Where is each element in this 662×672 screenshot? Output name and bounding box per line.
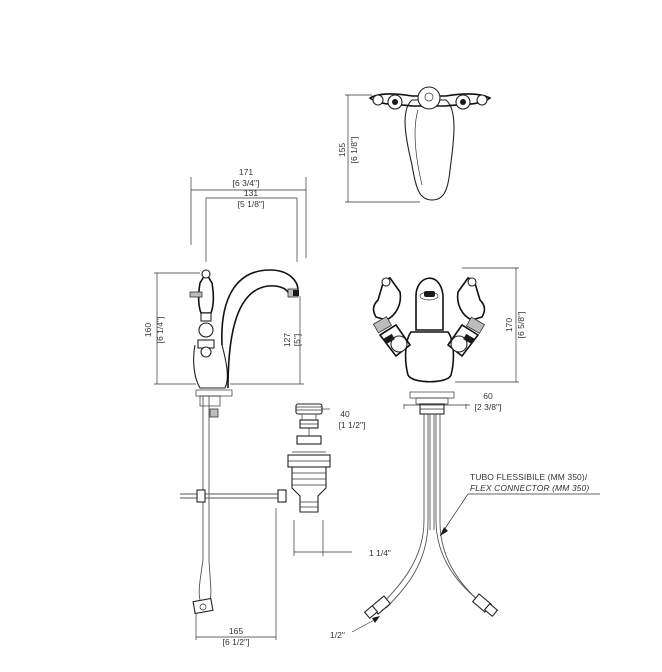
- dim-155-mm: 155: [337, 143, 347, 157]
- dim-60-inch: [2 3/8"]: [475, 402, 502, 412]
- dim-155-inch: [6 1/8"]: [349, 137, 359, 164]
- dim-131-inch: [5 1/8"]: [238, 199, 265, 209]
- top-view: 155 [6 1/8"]: [337, 86, 492, 203]
- dim-160-inch: [6 1/4"]: [155, 317, 165, 344]
- note-hose-en: FLEX CONNECTOR (MM 350): [470, 483, 589, 493]
- dim-1-2: 1/2": [330, 630, 345, 640]
- drain-assembly: 40 [1 1/2"] 1 1/4": [287, 403, 391, 558]
- dim-165-inch: [6 1/2"]: [223, 637, 250, 647]
- dim-170-mm: 170: [504, 318, 514, 332]
- front-view: 170 [6 5/8"] 60 [2 3/8"] TUBO FLESSIBILE…: [330, 267, 600, 640]
- dim-127-mm: 127: [282, 333, 292, 347]
- dim-170-inch: [6 5/8"]: [516, 312, 526, 339]
- dim-1-1-4: 1 1/4": [369, 548, 391, 558]
- note-hose-it: TUBO FLESSIBILE (MM 350)/: [470, 472, 588, 482]
- dim-165-mm: 165: [229, 626, 243, 636]
- dim-40-mm: 40: [340, 409, 350, 419]
- dim-60-mm: 60: [483, 391, 493, 401]
- dim-40-inch: [1 1/2"]: [339, 420, 366, 430]
- dim-160-mm: 160: [143, 323, 153, 337]
- dim-171-inch: [6 3/4"]: [233, 178, 260, 188]
- dim-127-inch: [5"]: [292, 334, 302, 346]
- dim-131-mm: 131: [244, 188, 258, 198]
- dim-171-mm: 171: [239, 167, 253, 177]
- side-view: 171 [6 3/4"] 131 [5 1/8"] 160 [6 1/4"] 1…: [143, 167, 307, 647]
